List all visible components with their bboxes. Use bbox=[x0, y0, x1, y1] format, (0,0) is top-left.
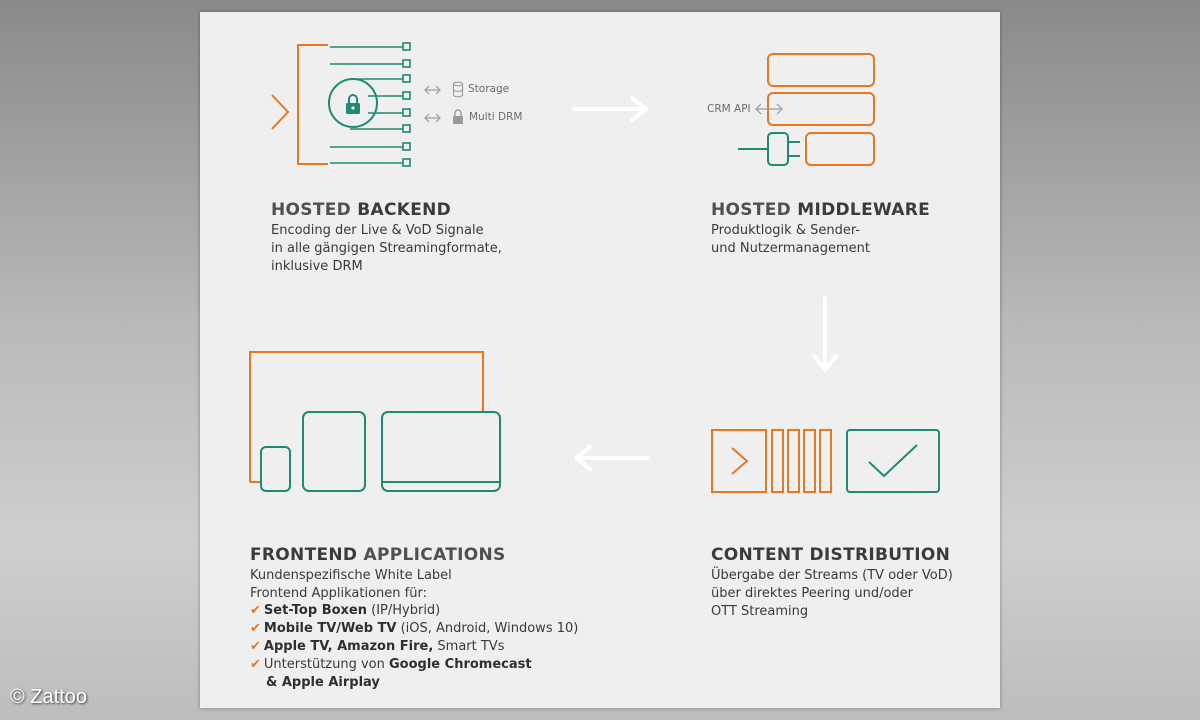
arrow-down-icon bbox=[812, 296, 838, 372]
arrow-right-icon bbox=[572, 96, 648, 122]
backend-bracket bbox=[297, 44, 328, 165]
frontend-description: Kundenspezifische White Label Frontend A… bbox=[250, 567, 452, 603]
middleware-heading: HOSTED MIDDLEWARE bbox=[711, 200, 930, 220]
server-block-2 bbox=[767, 92, 875, 126]
play-chevron-icon bbox=[731, 447, 749, 475]
tv-frame bbox=[249, 351, 484, 482]
plug-icon bbox=[738, 132, 800, 166]
middleware-icon bbox=[738, 53, 875, 166]
distribution-description: Übergabe der Streams (TV oder VoD) über … bbox=[711, 567, 953, 621]
check-icon: ✔ bbox=[250, 639, 261, 654]
check-icon: ✔ bbox=[250, 603, 261, 618]
distribution-icon bbox=[711, 429, 940, 493]
multi-drm-label: Multi DRM bbox=[469, 111, 523, 123]
feature-4-last: & Apple Airplay bbox=[266, 675, 380, 690]
frontend-line-2: Frontend Applikationen für: bbox=[250, 586, 427, 601]
middleware-heading-part2: MIDDLEWARE bbox=[797, 200, 931, 220]
stream-segments bbox=[771, 429, 832, 493]
frontend-line-1: Kundenspezifische White Label bbox=[250, 568, 452, 583]
middleware-heading-part1: HOSTED bbox=[711, 200, 798, 220]
server-block-1 bbox=[767, 53, 875, 87]
distribution-heading-text: CONTENT DISTRIBUTION bbox=[711, 545, 951, 565]
distribution-line-3: OTT Streaming bbox=[711, 604, 809, 619]
backend-heading-part1: HOSTED bbox=[271, 200, 358, 220]
diagram-graphics bbox=[249, 42, 940, 493]
feature-item-4: ✔Unterstützung von Google Chromecast bbox=[250, 656, 532, 674]
bidirectional-arrow-icon bbox=[424, 85, 441, 123]
backend-line-1: Encoding der Live & VoD Signale bbox=[271, 223, 484, 238]
backend-signal-lines bbox=[330, 42, 411, 167]
check-icon: ✔ bbox=[250, 621, 261, 636]
crm-api-label: CRM API bbox=[707, 103, 751, 115]
diagram-panel: Storage Multi DRM CRM API HOSTED BACKEND… bbox=[200, 12, 1000, 708]
delivered-box bbox=[846, 429, 940, 493]
feature-item-2: ✔Mobile TV/Web TV (iOS, Android, Windows… bbox=[250, 620, 578, 638]
distribution-heading: CONTENT DISTRIBUTION bbox=[711, 545, 950, 565]
feature-4-bold: Google Chromecast bbox=[389, 657, 532, 672]
backend-heading-part2: BACKEND bbox=[357, 200, 452, 220]
database-icon bbox=[452, 81, 464, 98]
frontend-heading: FRONTEND APPLICATIONS bbox=[250, 545, 506, 565]
backend-icon bbox=[271, 42, 464, 167]
feature-1-bold: Set-Top Boxen bbox=[263, 603, 367, 618]
copyright-watermark: © Zattoo bbox=[10, 686, 87, 708]
distribution-line-1: Übergabe der Streams (TV oder VoD) bbox=[711, 568, 953, 583]
feature-item-1: ✔Set-Top Boxen (IP/Hybrid) bbox=[250, 602, 440, 620]
backend-line-3: inklusive DRM bbox=[271, 259, 363, 274]
feature-3-bold: Apple TV, Amazon Fire, bbox=[263, 639, 434, 654]
tablet-device bbox=[302, 411, 366, 492]
feature-2-rest: (iOS, Android, Windows 10) bbox=[396, 621, 579, 636]
crm-bidirectional-arrow-icon bbox=[755, 103, 783, 115]
feature-1-rest: (IP/Hybrid) bbox=[367, 603, 441, 618]
middleware-line-1: Produktlogik & Sender- bbox=[711, 223, 861, 238]
middleware-description: Produktlogik & Sender- und Nutzermanagem… bbox=[711, 222, 870, 258]
backend-heading: HOSTED BACKEND bbox=[271, 200, 451, 220]
middleware-line-2: und Nutzermanagement bbox=[711, 241, 870, 256]
backend-line-2: in alle gängigen Streamingformate, bbox=[271, 241, 502, 256]
frontend-heading-part1: FRONTEND bbox=[250, 545, 358, 565]
checkmark-icon bbox=[868, 444, 918, 478]
padlock-icon bbox=[453, 109, 463, 124]
frontend-heading-part2: APPLICATIONS bbox=[357, 545, 506, 565]
laptop-device bbox=[381, 411, 501, 492]
backend-description: Encoding der Live & VoD Signale in alle … bbox=[271, 222, 502, 276]
frontend-icon bbox=[249, 351, 501, 492]
distribution-line-2: über direktes Peering und/oder bbox=[711, 586, 914, 601]
check-icon: ✔ bbox=[250, 657, 261, 672]
arrow-left-icon bbox=[574, 445, 650, 471]
storage-label: Storage bbox=[468, 83, 510, 95]
feature-item-3: ✔Apple TV, Amazon Fire, Smart TVs bbox=[250, 638, 504, 656]
feature-item-4-continued: & Apple Airplay bbox=[266, 674, 380, 692]
feature-3-rest: Smart TVs bbox=[433, 639, 505, 654]
feature-2-bold: Mobile TV/Web TV bbox=[263, 621, 397, 636]
server-block-3 bbox=[805, 132, 875, 166]
lock-icon bbox=[346, 94, 360, 114]
phone-device bbox=[260, 446, 291, 492]
feature-4-pre: Unterstützung von bbox=[263, 657, 390, 672]
backend-chevron-icon bbox=[271, 94, 290, 130]
source-box bbox=[711, 429, 767, 493]
